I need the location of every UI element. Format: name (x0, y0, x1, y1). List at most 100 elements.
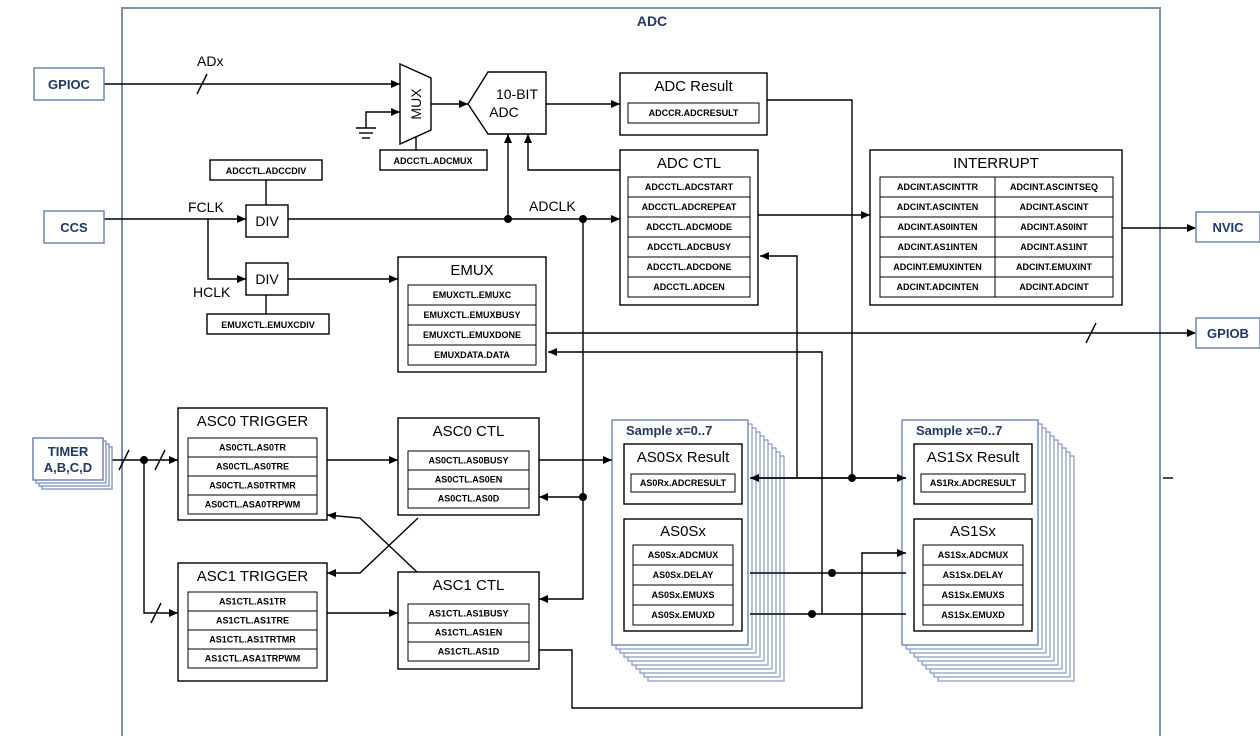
sample1-sx-reg: AS1Sx.DELAY (943, 570, 1004, 580)
svg-text:DIV: DIV (255, 213, 279, 229)
asc0-ctl-reg-cell (407, 488, 530, 509)
adc-ctl-reg: ADCCTL.ADCEN (653, 282, 725, 292)
asc0-ctl-title: ASC0 CTL (433, 423, 505, 440)
sample1-sx-reg: AS1Sx.EMUXS (941, 590, 1004, 600)
adc-frame-title: ADC (637, 13, 667, 29)
asc1-ctl-reg: AS1CTL.AS1D (438, 647, 500, 657)
asc1-trigger: ASC1 TRIGGER AS1CTL.AS1TR AS1CTL.AS1TRE AS1… (177, 562, 328, 682)
svg-text:A,B,C,D: A,B,C,D (44, 460, 92, 475)
asc0-ctl-reg: AS0CTL.AS0BUSY (428, 456, 508, 466)
interrupt-title: INTERRUPT (953, 155, 1039, 172)
interrupt-reg: ADCINT.EMUXINTEN (893, 262, 982, 272)
sample1-result-reg: AS1Rx.ADCRESULT (930, 478, 1017, 488)
asc1-trigger-reg: AS1CTL.AS1TRTMR (209, 635, 296, 645)
emux-reg-cell (407, 344, 537, 366)
junction-dots (140, 215, 856, 618)
svg-text:CCS: CCS (60, 220, 88, 235)
svg-text:NVIC: NVIC (1212, 220, 1244, 235)
sample0-result-reg: AS0Rx.ADCRESULT (640, 478, 727, 488)
sample0-sx-title: AS0Sx (660, 523, 706, 540)
mux: MUX (399, 62, 432, 146)
asc1-trigger-title: ASC1 TRIGGER (197, 568, 309, 585)
asc1-ctl-reg-cell (407, 641, 530, 662)
interrupt-reg: ADCINT.ASCINT (1020, 202, 1090, 212)
asc0-trigger-reg: AS0CTL.AS0TR (219, 443, 287, 453)
asc1-trigger-reg-cell (187, 648, 318, 669)
signal-fclk: FCLK (188, 199, 224, 215)
emux: EMUX EMUXCTL.EMUXC EMUXCTL.EMUXBUSY EMUXCTL… (397, 256, 547, 373)
ext-timer: TIMER A,B,C,D (32, 437, 113, 490)
emux-reg: EMUXCTL.EMUXC (433, 290, 512, 300)
adc-ctl-reg: ADCCTL.ADCREPEAT (642, 202, 737, 212)
asc0-trigger-reg: AS0CTL.AS0TRTMR (209, 481, 296, 491)
interrupt-reg: ADCINT.AS0INT (1020, 222, 1088, 232)
interrupt-reg: ADCINT.AS0INTEN (897, 222, 977, 232)
svg-text:ADC: ADC (489, 104, 519, 120)
adc-converter: 10-BIT ADC (467, 71, 547, 135)
asc0-trigger: ASC0 TRIGGERAS0CTL.AS0TRAS0CTL.AS0TREAS0… (177, 407, 328, 521)
asc1-ctl-reg: AS1CTL.AS1EN (435, 628, 503, 638)
emux-reg: EMUXCTL.EMUXBUSY (423, 310, 520, 320)
wires (104, 73, 1196, 709)
sample0-sx-reg: AS0Sx.EMUXS (651, 590, 714, 600)
adc-result-reg: ADCCR.ADCRESULT (649, 108, 739, 118)
adc-ctl-reg: ADCCTL.ADCBUSY (647, 242, 731, 252)
signal-adx: ADx (197, 53, 223, 69)
sample1-sx-reg: AS1Sx.EMUXD (941, 610, 1005, 620)
interrupt-reg: ADCINT.ADCINT (1019, 282, 1089, 292)
sample0-header: Sample x=0..7 (626, 423, 712, 438)
signal-adclk: ADCLK (529, 198, 576, 214)
asc0-ctl-reg: AS0CTL.AS0D (438, 494, 500, 504)
sample0-sx-reg: AS0Sx.ADCMUX (648, 550, 719, 560)
interrupt-reg: ADCINT.AS1INT (1020, 242, 1088, 252)
emux-reg: EMUXCTL.EMUXDONE (423, 330, 521, 340)
svg-text:TIMER: TIMER (48, 444, 89, 459)
sample0-sx-reg: AS0Sx.DELAY (653, 570, 714, 580)
sample1-result-title: AS1Sx Result (927, 449, 1020, 466)
asc1-ctl-title: ASC1 CTL (433, 577, 505, 594)
interrupt-reg: ADCINT.ADCINTEN (897, 282, 979, 292)
asc1-trigger-reg: AS1CTL.AS1TR (219, 597, 287, 607)
asc0-ctl-reg: AS0CTL.AS0EN (435, 475, 503, 485)
div-top: ADCCTL.ADCCDIV DIV (209, 159, 323, 238)
asc0-trigger-reg-cell (187, 494, 318, 515)
interrupt-reg: ADCINT.AS1INTEN (897, 242, 977, 252)
adc-ctl: ADC CTLADCCTL.ADCSTARTADCCTL.ADCREPEATAD… (619, 149, 759, 306)
adc-ctl-title: ADC CTL (657, 155, 721, 172)
emux-reg: EMUXDATA.DATA (434, 350, 510, 360)
emux-title: EMUX (450, 262, 493, 279)
adc-result-title: ADC Result (654, 78, 733, 95)
sample1-sx-reg: AS1Sx.ADCMUX (938, 550, 1009, 560)
ext-gpioc: GPIOC (33, 67, 105, 101)
interrupt-reg: ADCINT.ASCINTEN (897, 202, 979, 212)
interrupt-reg: ADCINT.ASCINTSEQ (1010, 182, 1098, 192)
asc1-ctl-reg: AS1CTL.AS1BUSY (428, 609, 508, 619)
svg-text:ADCCTL.ADCCDIV: ADCCTL.ADCCDIV (226, 166, 307, 176)
asc1-trigger-reg: AS1CTL.AS1TRE (216, 616, 289, 626)
adc-ctl-reg-cell (627, 276, 751, 298)
svg-text:GPIOC: GPIOC (48, 77, 91, 92)
asc0-trigger-title: ASC0 TRIGGER (197, 413, 309, 430)
asc0-ctl: ASC0 CTL AS0CTL.AS0BUSY AS0CTL.AS0EN AS0CTL… (397, 417, 540, 516)
svg-text:EMUXCTL.EMUXCDIV: EMUXCTL.EMUXCDIV (221, 320, 315, 330)
ext-ccs: CCS (43, 210, 105, 244)
adc-ctl-reg: ADCCTL.ADCMODE (646, 222, 732, 232)
sample0-result-title: AS0Sx Result (637, 449, 730, 466)
adc-result-reg-cell (627, 102, 760, 124)
interrupt-reg: ADCINT.ASCINTTR (897, 182, 978, 192)
asc1-ctl: ASC1 CTL AS1CTL.AS1BUSY AS1CTL.AS1EN AS1CTL… (397, 571, 540, 670)
ext-gpiob: GPIOB (1195, 317, 1260, 349)
asc1-trigger-reg: AS1CTL.ASA1TRPWM (205, 654, 301, 664)
sample1-sx-title: AS1Sx (950, 523, 996, 540)
sample1-header: Sample x=0..7 (916, 423, 1002, 438)
svg-text:10-BIT: 10-BIT (496, 86, 538, 102)
adc-frame (121, 7, 1161, 736)
ext-nvic: NVIC (1195, 211, 1260, 243)
interrupt-reg: ADCINT.EMUXINT (1016, 262, 1093, 272)
svg-text:MUX: MUX (408, 88, 424, 120)
